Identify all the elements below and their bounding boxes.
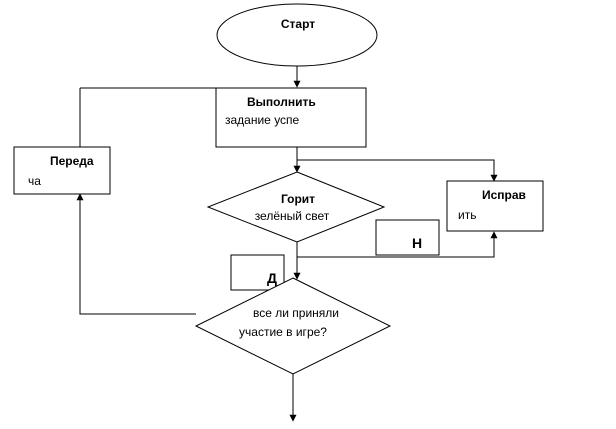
start-node: Старт <box>216 3 378 67</box>
fix-label-line2: ить <box>458 208 476 222</box>
green-light-diamond <box>206 171 386 243</box>
yes-label-box <box>230 254 285 291</box>
task-node: Выполнить задание успе <box>215 87 367 148</box>
decision-all-participated: все ли приняли участие в игре? <box>194 277 392 375</box>
yes-label-node: Д <box>230 254 285 291</box>
task-label-line1: Выполнить <box>247 95 316 109</box>
fix-node: Исправ ить <box>446 180 544 232</box>
participated-line1: все ли приняли <box>253 306 339 320</box>
yes-label: Д <box>267 270 277 286</box>
connectors <box>76 66 498 422</box>
transfer-box <box>13 146 111 195</box>
no-label-box <box>375 219 440 256</box>
task-box <box>215 87 367 148</box>
green-light-line1: Горит <box>281 192 315 206</box>
transfer-label-line2: ча <box>28 174 41 188</box>
no-label: Н <box>412 235 422 251</box>
task-label-line2: задание успе <box>225 113 300 127</box>
arrow-no-to-fix <box>297 231 498 258</box>
start-label: Старт <box>281 17 315 31</box>
participated-diamond <box>194 277 392 375</box>
green-light-line2: зелёный свет <box>255 209 330 223</box>
no-label-node: Н <box>375 219 440 256</box>
fix-box <box>446 180 544 232</box>
decision-green-light: Горит зелёный свет <box>206 171 386 243</box>
transfer-node: Переда ча <box>13 146 111 195</box>
transfer-label-line1: Переда <box>50 154 94 168</box>
arrow-yes-to-transfer <box>76 193 196 315</box>
arrow-to-fix <box>297 159 498 182</box>
participated-line2: участие в игре? <box>239 325 327 339</box>
start-ellipse <box>216 3 378 67</box>
fix-label-line1: Исправ <box>482 188 526 202</box>
